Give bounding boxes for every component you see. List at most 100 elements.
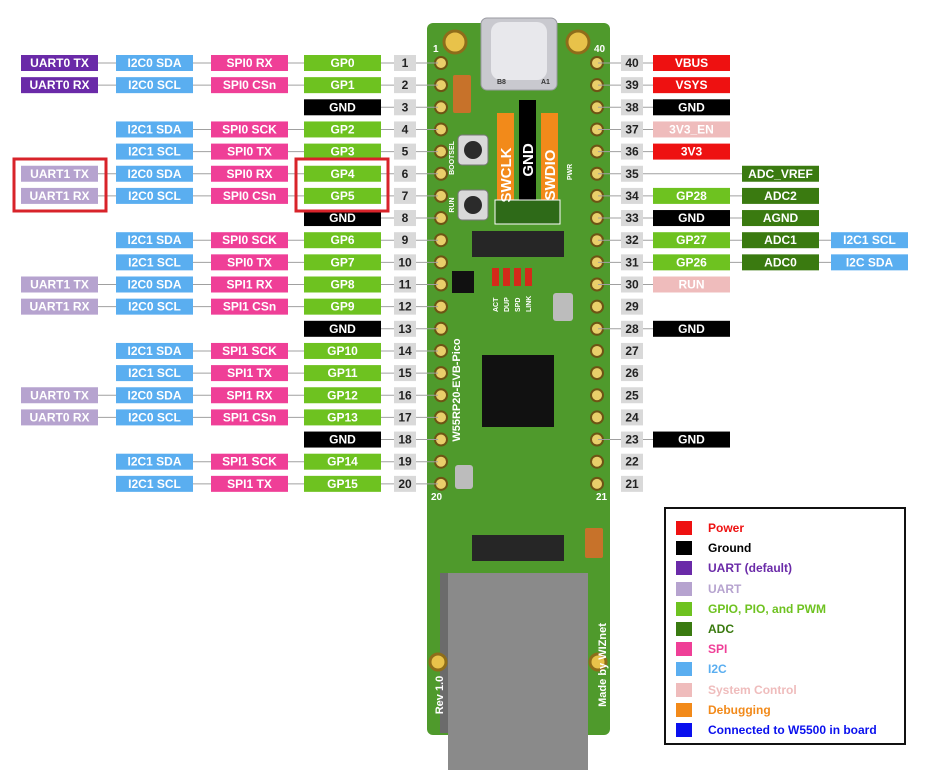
corner-label-20: 20 <box>431 492 443 503</box>
pin-pad <box>590 366 604 381</box>
pin-11-tag-3-label: GP8 <box>330 278 354 292</box>
pin-number: 16 <box>398 388 412 402</box>
pin-32-tag-2: I2C1 SCL <box>831 232 908 249</box>
pin-33-tag-0: GND <box>653 210 730 227</box>
pin-number-box <box>621 298 643 315</box>
pin-11-tag-0-bg <box>21 276 98 293</box>
pin-number: 25 <box>625 388 639 402</box>
pin-39-tag-0: VSYS <box>653 77 730 94</box>
pin-number: 40 <box>625 56 639 70</box>
pin-1-tag-3-label: GP0 <box>330 56 354 70</box>
usb-label-a1: A1 <box>541 79 550 86</box>
pin-17-tag-3-bg <box>304 409 381 426</box>
pin-1-tag-3: GP0 <box>304 55 381 71</box>
pin-19-tag-2-label: SPI1 SCK <box>222 455 277 469</box>
pin-6-tag-2-bg <box>211 165 288 182</box>
pin-7-tag-2-label: SPI0 CSn <box>223 189 276 203</box>
pin-32-tag-1-label: ADC1 <box>764 233 797 247</box>
pin-14-tag-1-label: I2C1 SDA <box>127 344 181 358</box>
pin-1-tag-0: UART0 TX <box>21 55 98 71</box>
pin-1-tag-1-label: I2C0 SDA <box>127 56 181 70</box>
pin-9-tag-3-label: GP6 <box>330 233 354 247</box>
highlight-box-uart1 <box>12 157 108 213</box>
pin-36-tag-0: 3V3 <box>653 143 730 160</box>
pin-9-tag-1-bg <box>116 232 193 249</box>
pin-number-box <box>394 77 416 94</box>
legend-swatch <box>676 662 692 677</box>
pin-number-box <box>394 165 416 182</box>
pin-7-tag-0-label: UART1 RX <box>29 189 89 203</box>
pin-15-tag-2-label: SPI1 TX <box>227 366 272 380</box>
legend-swatch <box>676 642 692 657</box>
pin-14-tag-1: I2C1 SDA <box>116 342 193 359</box>
pin-17-tag-0-bg <box>21 409 98 426</box>
pin-34-tag-1: ADC2 <box>742 187 819 204</box>
mounting-hole-bottom-right <box>588 652 608 672</box>
pin-number: 17 <box>398 410 412 424</box>
pin-16-tag-0: UART0 TX <box>21 387 98 404</box>
pin-4-tag-2-label: SPI0 SCK <box>222 122 277 136</box>
pin-number-box <box>621 99 643 116</box>
pin-37-tag-0-label: 3V3_EN <box>669 122 714 136</box>
run-label: RUN <box>449 197 456 212</box>
pin-number-box <box>394 365 416 382</box>
pin-19-tag-3: GP14 <box>304 453 381 470</box>
pin-number: 14 <box>398 344 412 358</box>
pin-number-box <box>394 232 416 249</box>
pin-number-box <box>621 431 643 448</box>
legend-swatch <box>676 723 692 737</box>
pin-1-tag-1-bg <box>116 55 193 71</box>
pin-16-tag-2: SPI1 RX <box>211 387 288 404</box>
swclk-bar <box>497 113 514 201</box>
pin-32-tag-2-label: I2C1 SCL <box>843 233 896 247</box>
pin-7-tag-2-bg <box>211 187 288 204</box>
pin-number: 39 <box>625 78 639 92</box>
pin-34-tag-0-label: GP28 <box>676 189 707 203</box>
pin-number: 23 <box>625 433 639 447</box>
pin-number: 33 <box>625 211 639 225</box>
legend-label: UART (default) <box>708 561 792 576</box>
pin-32-tag-1: ADC1 <box>742 232 819 249</box>
pin-number: 1 <box>402 56 409 70</box>
pin-1-tag-2-label: SPI0 RX <box>226 56 272 70</box>
pin-14-tag-2: SPI1 SCK <box>211 342 288 359</box>
pin-11-tag-0-label: UART1 TX <box>30 278 89 292</box>
pin-7-tag-3-label: GP5 <box>330 189 354 203</box>
pin-12-tag-1: I2C0 SCL <box>116 298 193 315</box>
pin-6-tag-3-bg <box>304 165 381 182</box>
pin-number-box <box>394 453 416 470</box>
legend-swatch <box>676 702 692 717</box>
pin-number: 22 <box>625 455 639 469</box>
pin-9-tag-2-label: SPI0 SCK <box>222 233 277 247</box>
pin-35-tag-1: ADC_VREF <box>742 165 819 182</box>
pin-32-tag-0-label: GP27 <box>676 233 707 247</box>
pin-30-tag-0-bg <box>653 276 730 293</box>
pin-33-tag-1-bg <box>742 210 819 227</box>
pin-37-tag-0: 3V3_EN <box>653 121 730 138</box>
pin-5-tag-3-label: GP3 <box>330 145 354 159</box>
pin-number: 27 <box>625 344 639 358</box>
pin-number-box <box>621 453 643 470</box>
pin-10-tag-3: GP7 <box>304 254 381 271</box>
pin-11-tag-2: SPI1 RX <box>211 276 288 293</box>
pin-3-tag-3: GND <box>304 99 381 116</box>
pin-16-tag-1: I2C0 SDA <box>116 387 193 404</box>
pin-9-tag-1-label: I2C1 SDA <box>127 233 181 247</box>
pin-number-box <box>621 210 643 227</box>
pin-1-tag-0-bg <box>21 55 98 71</box>
pin-16-tag-2-label: SPI1 RX <box>226 388 272 402</box>
pin-number: 30 <box>625 278 639 292</box>
crystal-2 <box>455 465 473 489</box>
pin-1-tag-0-label: UART0 TX <box>30 56 89 70</box>
pin-37-tag-0-bg <box>653 121 730 138</box>
led-label: ACT <box>493 297 500 312</box>
pin-number-box <box>621 254 643 271</box>
pin-13-tag-3-bg <box>304 320 381 337</box>
gnd-label: GND <box>520 143 537 177</box>
crystal <box>553 293 573 321</box>
pin-15-tag-1: I2C1 SCL <box>116 365 193 382</box>
pin-5-tag-2-bg <box>211 143 288 160</box>
run-button-cap <box>464 196 482 214</box>
pin-5-tag-3-bg <box>304 143 381 160</box>
pin-number-box <box>394 143 416 160</box>
